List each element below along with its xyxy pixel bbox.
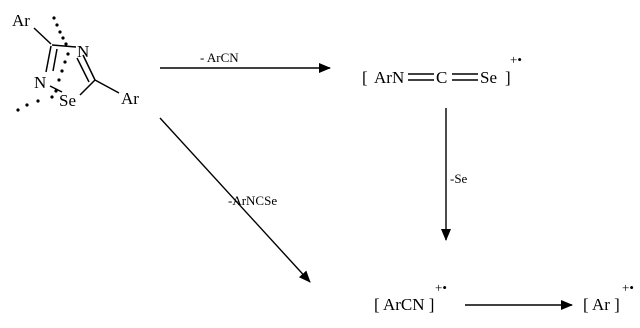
- selenium-label-ion: Se: [480, 68, 497, 87]
- aryl-label-right: Ar: [121, 89, 139, 108]
- ar-ion-label: [ Ar ]: [583, 295, 620, 314]
- bracket-open: [: [362, 68, 368, 87]
- label-loss-se: -Se: [450, 171, 468, 186]
- radical-cation-charge-2: +•: [435, 280, 447, 295]
- bracket-close: ]: [505, 68, 511, 87]
- nitrogen-label-left: N: [34, 73, 46, 92]
- bond-n2-c5-double: [76, 57, 90, 83]
- bond-c3-n4: [45, 45, 52, 73]
- arcn-radical-cation: [ ArCN ] +•: [374, 280, 447, 314]
- arcn-ion-label: [ ArCN ]: [374, 295, 434, 314]
- bond-se-c5: [79, 79, 96, 96]
- bond-n2-c5: [82, 54, 96, 81]
- bond-ar-c3: [33, 27, 52, 45]
- selenoisocyanate-radical-cation: [ ArN C Se ] +•: [362, 52, 522, 87]
- arn-label: ArN: [374, 68, 404, 87]
- bond-c5-ar: [94, 79, 120, 94]
- bond-c3-n4-double: [52, 48, 58, 72]
- cleavage-dots: [16, 16, 70, 112]
- bond-n4-se: [49, 85, 63, 93]
- selenadiazole-molecule: Ar N N Se Ar: [12, 11, 139, 112]
- nitrogen-label-top: N: [77, 42, 89, 61]
- carbon-label: C: [436, 68, 447, 87]
- aryl-label-top: Ar: [12, 11, 30, 30]
- radical-cation-charge-3: +•: [622, 280, 634, 295]
- label-loss-arncse: -ArNCSe: [228, 193, 277, 208]
- label-loss-arcn: - ArCN: [200, 50, 239, 65]
- bond-c3-n2: [51, 44, 77, 48]
- selenium-label: Se: [59, 91, 76, 110]
- radical-cation-charge-1: +•: [510, 52, 522, 67]
- ar-radical-cation: [ Ar ] +•: [583, 280, 634, 314]
- arrow-loss-arncse: [159, 117, 311, 283]
